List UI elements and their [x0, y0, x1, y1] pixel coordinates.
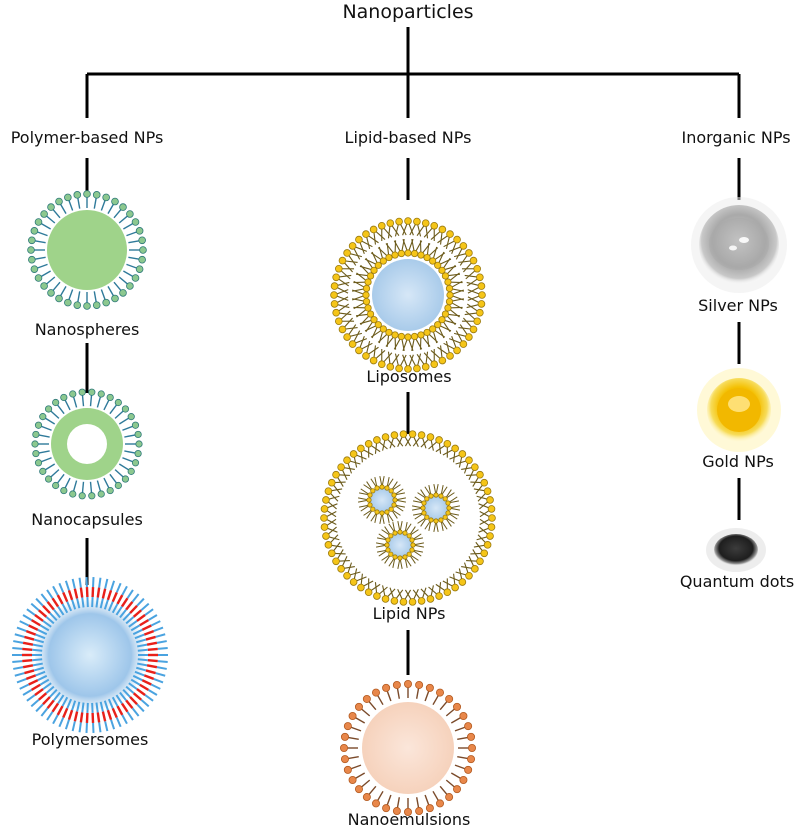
category-label-inorganic: Inorganic NPs [681, 128, 791, 147]
silver-np-icon [691, 197, 787, 293]
item-label-gold-nps: Gold NPs [702, 452, 774, 471]
nanoemulsion-icon [339, 680, 476, 817]
gold-np-icon [697, 368, 781, 452]
item-label-quantum-dots: Quantum dots [679, 572, 795, 591]
diagram-title: Nanoparticles [342, 1, 474, 23]
item-label-lipid-nps: Lipid NPs [372, 604, 446, 623]
item-label-nanoemulsions: Nanoemulsions [347, 810, 471, 829]
category-label-lipid: Lipid-based NPs [344, 128, 472, 147]
polymersome-icon [12, 577, 168, 733]
nanosphere-icon [27, 190, 147, 310]
item-label-liposomes: Liposomes [366, 367, 452, 386]
item-label-silver-nps: Silver NPs [698, 296, 778, 315]
liposome-icon [330, 217, 486, 373]
category-label-polymer: Polymer-based NPs [10, 128, 164, 147]
nanocapsule-icon [31, 388, 143, 500]
item-label-polymersomes: Polymersomes [31, 730, 149, 749]
item-label-nanospheres: Nanospheres [34, 320, 140, 339]
lipid-np-icon [320, 430, 496, 606]
quantum-dot-icon [706, 528, 766, 572]
item-label-nanocapsules: Nanocapsules [31, 510, 143, 529]
